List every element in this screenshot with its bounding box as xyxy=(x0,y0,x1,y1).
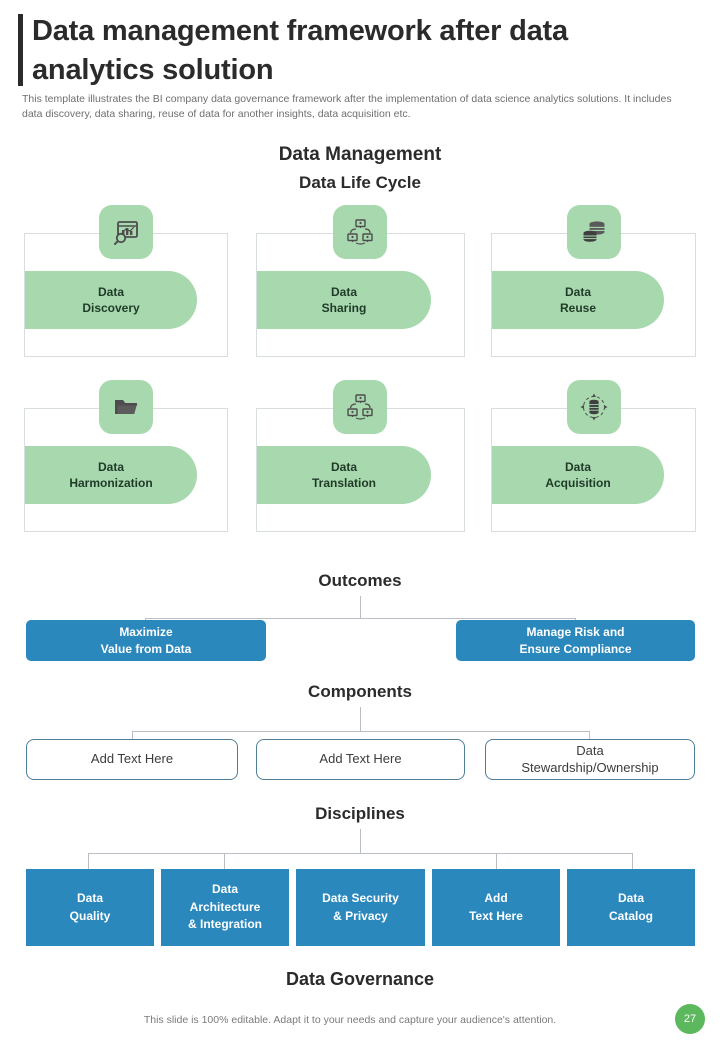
components-drop-line-3 xyxy=(589,731,590,739)
page-title: Data management framework after data ana… xyxy=(32,15,568,86)
component-box-3[interactable]: Data Stewardship/Ownership xyxy=(485,739,695,780)
disciplines-heading: Disciplines xyxy=(315,804,405,823)
card-label: Data Reuse xyxy=(559,284,597,315)
data-governance-heading: Data Governance xyxy=(285,969,435,989)
card-pill: Data Reuse xyxy=(492,271,664,329)
life-cycle-card-discovery[interactable]: Data Discovery xyxy=(24,205,228,357)
outcomes-heading: Outcomes xyxy=(318,571,402,590)
discipline-box-data-architecture[interactable]: Data Architecture & Integration xyxy=(161,869,289,946)
folder-icon xyxy=(99,380,153,434)
component-label: Add Text Here xyxy=(319,751,402,767)
card-label: Data Harmonization xyxy=(69,459,153,490)
components-drop-line-1 xyxy=(132,731,133,739)
discipline-label: Data Security & Privacy xyxy=(322,891,399,923)
card-pill: Data Translation xyxy=(257,446,431,504)
outcome-label: Maximize Value from Data xyxy=(100,625,192,656)
data-life-cycle-heading: Data Life Cycle xyxy=(299,173,421,192)
component-label: Add Text Here xyxy=(90,751,174,767)
life-cycle-card-translation[interactable]: Data Translation xyxy=(256,380,465,532)
outcome-box-manage-risk[interactable]: Manage Risk and Ensure Compliance xyxy=(456,620,695,661)
page-number-badge: 27 xyxy=(675,1004,705,1034)
card-pill: Data Acquisition xyxy=(492,446,664,504)
components-heading: Components xyxy=(308,682,412,701)
data-management-heading: Data Management xyxy=(278,144,442,165)
disciplines-bus-line xyxy=(88,853,632,854)
outcomes-bus-line xyxy=(145,618,576,619)
network-share-icon xyxy=(333,380,387,434)
outcome-box-maximize-value[interactable]: Maximize Value from Data xyxy=(26,620,266,661)
card-pill: Data Harmonization xyxy=(25,446,197,504)
discipline-label: Data Quality xyxy=(69,891,111,923)
card-label: Data Translation xyxy=(311,459,376,490)
discipline-box-data-catalog[interactable]: Data Catalog xyxy=(567,869,695,946)
footer-note: This slide is 100% editable. Adapt it to… xyxy=(143,1014,557,1026)
card-pill: Data Discovery xyxy=(25,271,197,329)
discipline-label: Add Text Here xyxy=(469,891,523,923)
title-accent-bar xyxy=(18,14,23,86)
page-number-label: 27 xyxy=(683,1013,697,1025)
discipline-box-data-quality[interactable]: Data Quality xyxy=(26,869,154,946)
database-stack-icon xyxy=(567,205,621,259)
discipline-box-add-text[interactable]: Add Text Here xyxy=(432,869,560,946)
component-box-1[interactable]: Add Text Here xyxy=(26,739,238,780)
life-cycle-card-sharing[interactable]: Data Sharing xyxy=(256,205,465,357)
page-subtitle: This template illustrates the BI company… xyxy=(22,93,672,121)
disciplines-drop-line-1 xyxy=(88,853,89,869)
card-pill: Data Sharing xyxy=(257,271,431,329)
discipline-box-data-security[interactable]: Data Security & Privacy xyxy=(296,869,425,946)
card-label: Data Sharing xyxy=(321,284,367,315)
components-trunk-line xyxy=(360,707,361,731)
disciplines-drop-line-2 xyxy=(224,853,225,869)
discipline-label: Data Architecture & Integration xyxy=(188,882,262,932)
disciplines-trunk-line xyxy=(360,829,361,853)
life-cycle-card-acquisition[interactable]: Data Acquisition xyxy=(491,380,696,532)
component-label: Data Stewardship/Ownership xyxy=(521,743,659,775)
chart-search-icon xyxy=(99,205,153,259)
components-bus-line xyxy=(132,731,589,732)
outcomes-trunk-line xyxy=(360,596,361,618)
network-share-icon xyxy=(333,205,387,259)
discipline-label: Data Catalog xyxy=(608,891,653,923)
life-cycle-card-harmonization[interactable]: Data Harmonization xyxy=(24,380,228,532)
life-cycle-card-reuse[interactable]: Data Reuse xyxy=(491,205,696,357)
disciplines-drop-line-5 xyxy=(632,853,633,869)
component-box-2[interactable]: Add Text Here xyxy=(256,739,465,780)
card-label: Data Discovery xyxy=(82,284,140,315)
disciplines-drop-line-4 xyxy=(496,853,497,869)
card-label: Data Acquisition xyxy=(545,459,611,490)
database-arrows-icon xyxy=(567,380,621,434)
outcome-label: Manage Risk and Ensure Compliance xyxy=(519,625,632,656)
